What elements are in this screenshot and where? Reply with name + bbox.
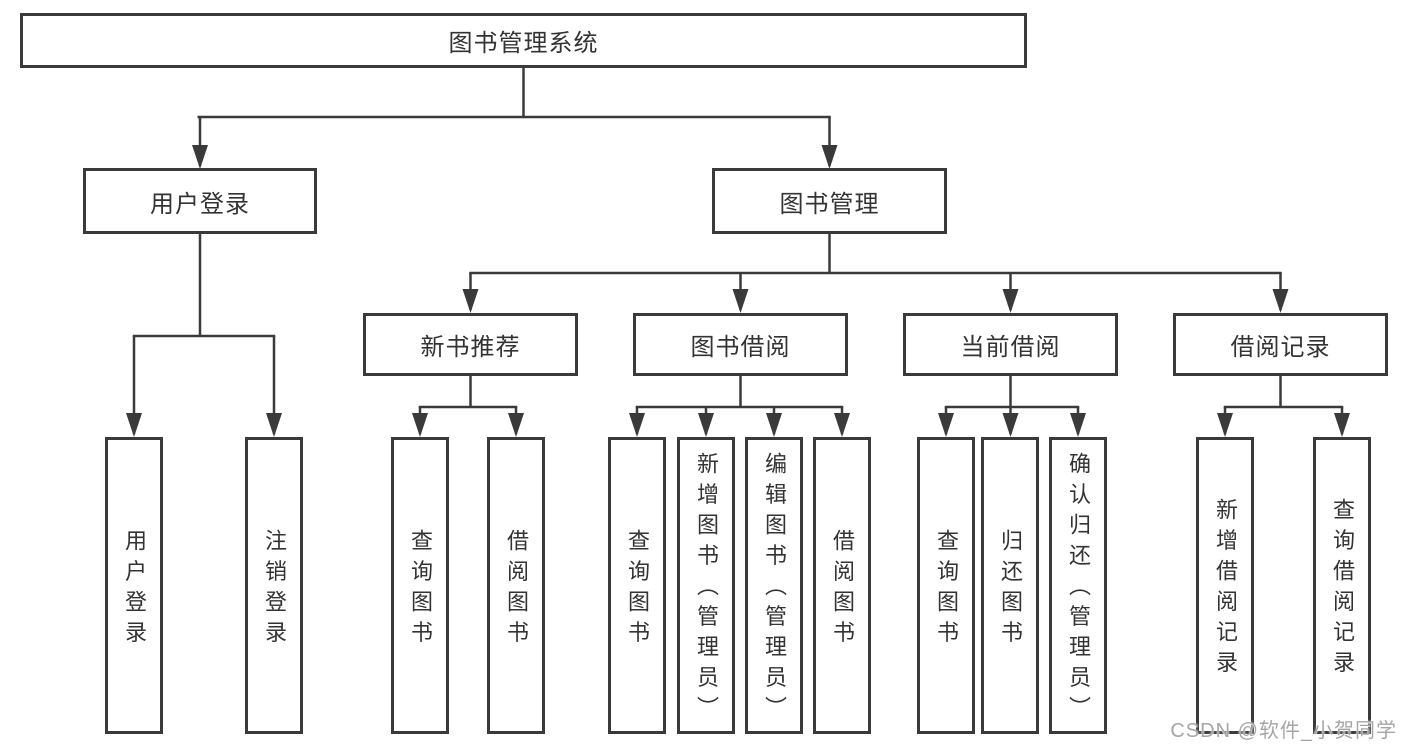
- node-book-management-label: 图书管理: [779, 190, 880, 218]
- leaf-current-return-books-label: 归还图书: [998, 528, 1023, 651]
- leaf-borrowing-query-books: 查询图书: [608, 437, 666, 734]
- leaf-records-add-record: 新增借阅记录: [1196, 437, 1254, 734]
- node-root-system-label: 图书管理系统: [448, 30, 599, 57]
- leaf-borrowing-add-books-admin: 新增图书（管理员）: [677, 437, 735, 734]
- node-new-book-recommend: 新书推荐: [363, 313, 578, 376]
- leaf-borrowing-edit-books-admin: 编辑图书（管理员）: [745, 437, 803, 734]
- leaf-borrowing-borrow-books: 借阅图书: [813, 437, 871, 734]
- leaf-recommend-query-books-label: 查询图书: [408, 528, 433, 651]
- leaf-user-login-label: 用户登录: [122, 528, 147, 651]
- node-book-borrowing-label: 图书借阅: [690, 334, 791, 361]
- node-book-management: 图书管理: [712, 168, 947, 234]
- leaf-borrowing-query-books-label: 查询图书: [625, 528, 650, 651]
- leaf-current-confirm-return-admin: 确认归还（管理员）: [1049, 437, 1107, 734]
- node-book-borrowing: 图书借阅: [633, 313, 848, 376]
- node-current-borrowing: 当前借阅: [903, 313, 1118, 376]
- node-user-login: 用户登录: [83, 168, 317, 234]
- leaf-recommend-query-books: 查询图书: [391, 437, 449, 734]
- leaf-borrowing-edit-books-admin-label: 编辑图书（管理员）: [762, 452, 787, 727]
- node-current-borrowing-label: 当前借阅: [960, 334, 1061, 361]
- leaf-current-confirm-return-admin-label: 确认归还（管理员）: [1066, 452, 1091, 727]
- node-borrowing-records-label: 借阅记录: [1230, 334, 1331, 361]
- node-user-login-label: 用户登录: [150, 190, 250, 218]
- leaf-user-login: 用户登录: [105, 437, 163, 734]
- leaf-records-add-record-label: 新增借阅记录: [1213, 498, 1238, 681]
- leaf-recommend-borrow-books: 借阅图书: [487, 437, 545, 734]
- leaf-logout: 注销登录: [245, 437, 303, 734]
- node-new-book-recommend-label: 新书推荐: [420, 334, 521, 361]
- leaf-records-query-record-label: 查询借阅记录: [1330, 498, 1355, 681]
- leaf-current-query-books: 查询图书: [917, 437, 975, 734]
- leaf-current-return-books: 归还图书: [981, 437, 1039, 734]
- leaf-records-query-record: 查询借阅记录: [1313, 437, 1371, 734]
- leaf-recommend-borrow-books-label: 借阅图书: [504, 528, 529, 651]
- leaf-logout-label: 注销登录: [262, 528, 287, 651]
- node-borrowing-records: 借阅记录: [1173, 313, 1388, 376]
- leaf-borrowing-borrow-books-label: 借阅图书: [830, 528, 855, 651]
- csdn-watermark: CSDN @软件_小贺同学: [1170, 720, 1397, 742]
- leaf-borrowing-add-books-admin-label: 新增图书（管理员）: [694, 452, 719, 727]
- leaf-current-query-books-label: 查询图书: [934, 528, 959, 651]
- node-root-system: 图书管理系统: [20, 13, 1027, 68]
